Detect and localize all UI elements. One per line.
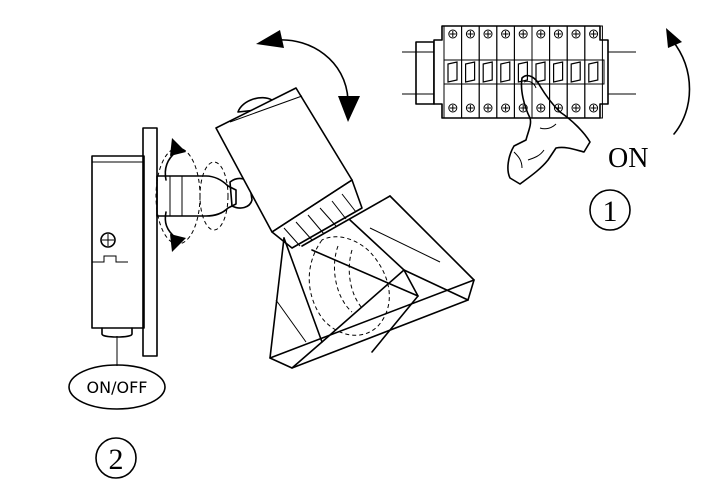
breaker-lever <box>553 61 564 83</box>
breaker-lever <box>465 61 476 83</box>
step-two-number: 2 <box>109 443 124 476</box>
rotation-arrow-icon <box>164 138 186 252</box>
terminal-screw-cross <box>537 105 544 111</box>
breaker-lever <box>447 61 458 83</box>
breaker-lever <box>535 61 546 83</box>
lamp-head <box>215 87 363 249</box>
wire-cage <box>269 195 475 369</box>
terminal-screw-cross <box>590 105 597 111</box>
terminal-screw-cross <box>449 105 456 111</box>
on-off-switch: ON/OFF <box>68 364 166 410</box>
terminal-screw-cross <box>520 31 527 37</box>
light-bulb <box>308 236 390 336</box>
step-one-number: 1 <box>603 195 618 228</box>
terminal-screw-cross <box>502 31 509 37</box>
breaker-lever <box>500 61 511 83</box>
curved-double-arrow-icon <box>256 30 360 122</box>
on-off-switch-label: ON/OFF <box>87 378 148 397</box>
breaker-lever <box>588 61 599 83</box>
step-two-marker: 2 <box>95 437 137 479</box>
terminal-screw-cross <box>537 31 544 37</box>
terminal-screw-cross <box>485 105 491 111</box>
breaker-module <box>584 25 603 119</box>
hand-illustration <box>507 74 591 185</box>
step-one-marker: 1 <box>589 189 631 231</box>
on-label: ON <box>608 143 648 174</box>
breaker-lever <box>517 61 528 83</box>
terminal-screw-cross <box>502 105 509 111</box>
breaker-modules <box>443 25 603 119</box>
curved-arrow-up-icon <box>666 28 691 135</box>
terminal-screw-cross <box>467 105 474 111</box>
terminal-screw-cross <box>485 31 491 37</box>
terminal-screw-cross <box>555 31 562 37</box>
breaker-lever <box>570 61 581 83</box>
terminal-screw-cross <box>573 31 579 37</box>
terminal-screw-cross <box>467 31 474 37</box>
terminal-screw-cross <box>449 31 456 37</box>
terminal-screw-cross <box>590 31 597 37</box>
breaker-lever <box>482 61 493 83</box>
terminal-screw-cross <box>573 105 579 111</box>
